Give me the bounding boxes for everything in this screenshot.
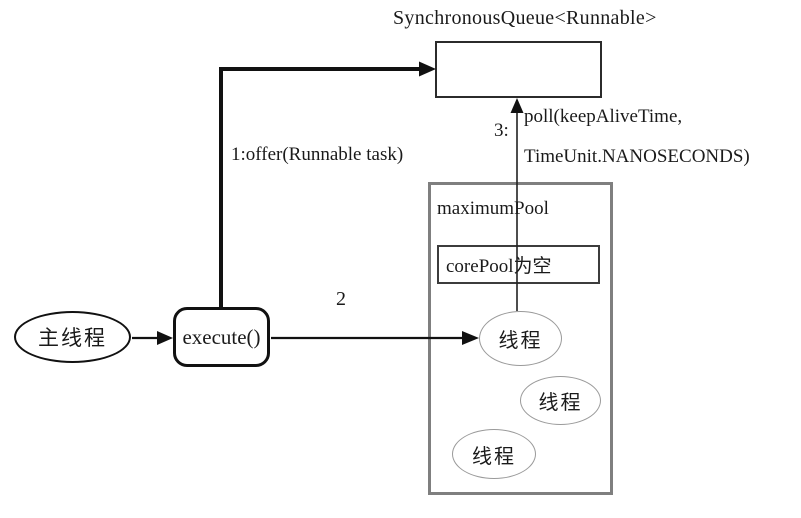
execute-label: execute() [182, 324, 261, 349]
poll-call-line1: poll(keepAliveTime, [524, 106, 683, 127]
execute-node: execute() [173, 307, 270, 367]
offer-arrow-head [419, 61, 436, 77]
main-to-execute-arrow-head [157, 331, 173, 345]
main-thread-label: 主线程 [38, 326, 107, 350]
offer-step-label: 1:offer(Runnable task) [231, 144, 404, 165]
thread-node-1-label: 线程 [498, 330, 543, 352]
main-thread-node: 主线程 [14, 311, 131, 363]
poll-call-line2: TimeUnit.NANOSECONDS) [524, 146, 750, 167]
thread-node-2-label: 线程 [538, 392, 583, 414]
thread-node-3: 线程 [452, 429, 536, 479]
offer-arrow-line [219, 67, 423, 307]
core-pool-label: corePool为空 [446, 256, 552, 277]
step2-label: 2 [336, 288, 346, 310]
core-pool-box: corePool为空 [437, 245, 600, 284]
thread-node-3-label: 线程 [472, 445, 516, 468]
step3-label: 3: [494, 120, 509, 141]
thread-node-1: 线程 [479, 311, 562, 366]
queue-title: SynchronousQueue<Runnable> [393, 7, 657, 29]
maximum-pool-label: maximumPool [437, 198, 549, 219]
poll-arrow-head [510, 98, 524, 113]
synchronous-queue-box [435, 41, 602, 98]
thread-node-2: 线程 [520, 376, 601, 425]
